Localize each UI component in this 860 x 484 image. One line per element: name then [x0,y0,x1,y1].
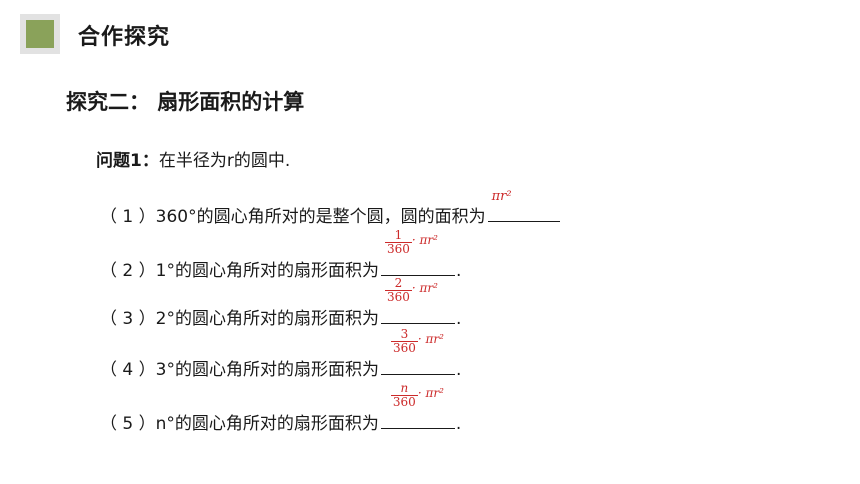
item-text: （ 4 ）3°的圆心角所对的扇形面积为 [100,360,379,380]
formula-tail: · πr² [411,233,438,247]
question-line: 问题1：在半径为r的圆中. [96,146,290,171]
item-suffix: . [455,309,462,329]
formula-tail: · πr² [411,281,438,295]
item-text: （ 1 ）360°的圆心角所对的是整个圆，圆的面积为 [100,207,486,227]
item-1: （ 1 ）360°的圆心角所对的是整个圆，圆的面积为 πr² [100,189,560,227]
page-title: 合作探究 [78,25,171,50]
numerator: 2 [384,277,412,291]
formula-tail: · πr² [417,332,444,346]
section-logo [20,14,60,54]
formula-tail: · πr² [417,386,444,400]
item-suffix: . [455,261,462,281]
numerator: 1 [384,229,412,243]
item-suffix: . [455,414,462,434]
item-text: （ 3 ）2°的圆心角所对的扇形面积为 [100,309,379,329]
logo-square-icon [26,20,54,48]
denominator: 360 [392,341,416,355]
section-title: 探究二： 扇形面积的计算 [66,90,305,114]
denominator: 360 [386,290,410,304]
answer-text: πr² [491,189,512,204]
numerator: 3 [390,328,418,342]
numerator: n [390,382,418,396]
denominator: 360 [386,242,410,256]
item-text: （ 5 ）n°的圆心角所对的扇形面积为 [100,414,379,434]
question-text: 在半径为r的圆中. [158,151,291,171]
denominator: 360 [392,395,416,409]
item-text: （ 2 ）1°的圆心角所对的扇形面积为 [100,261,379,281]
answer-blank: πr² [487,189,560,222]
question-label: 问题1： [96,151,159,171]
item-suffix: . [455,360,462,380]
